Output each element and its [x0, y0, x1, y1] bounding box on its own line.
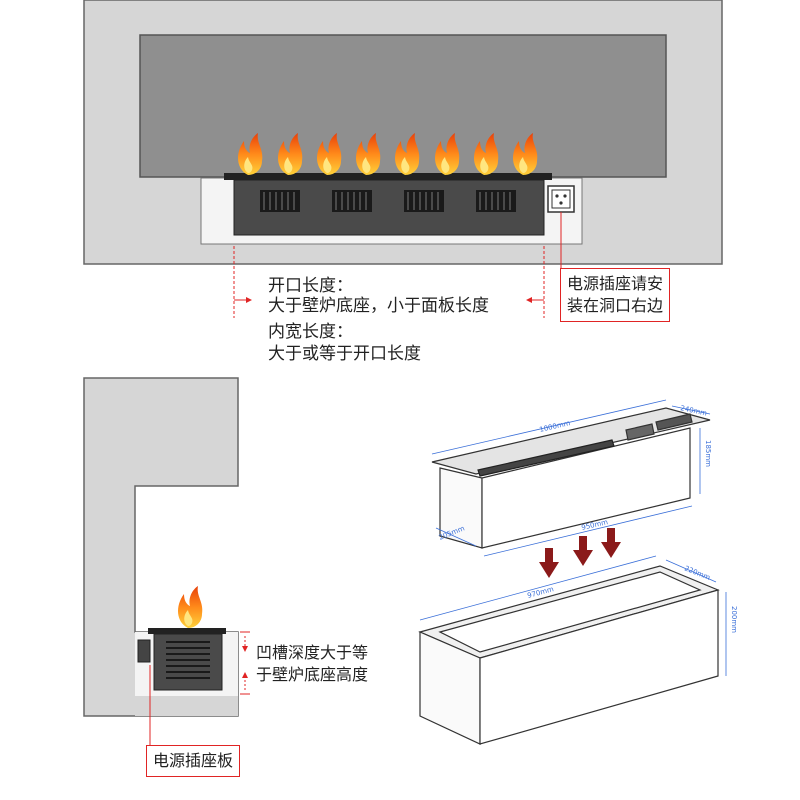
- unit-display: [625, 423, 655, 441]
- side-section-diagram: [83, 377, 250, 746]
- socket-note-line2: 装在洞口右边: [567, 296, 664, 315]
- power-strip-label: 电源插座板: [146, 745, 241, 777]
- side-burner-plate: [148, 628, 226, 634]
- down-arrows: [539, 528, 621, 578]
- unit-buttons: [655, 413, 693, 431]
- product-drawing: [418, 407, 720, 745]
- opening-length-title: 开口长度：: [268, 276, 353, 296]
- dim-box-height: 200mm: [730, 606, 738, 633]
- vent-slot-lines: [263, 192, 511, 210]
- inner-width-desc: 大于或等于开口长度: [268, 344, 421, 364]
- burner-top-plate: [224, 173, 552, 180]
- depth-note-line2: 于壁炉底座高度: [256, 665, 369, 684]
- box-front: [479, 589, 719, 745]
- socket-note: 电源插座请安 装在洞口右边: [560, 268, 671, 322]
- dimension-lines: [419, 399, 727, 676]
- dim-height: 185mm: [704, 440, 712, 467]
- unit-top-plate: [431, 407, 711, 475]
- socket-icon: [547, 185, 575, 213]
- side-burner-body: [153, 633, 223, 691]
- unit-slot: [477, 439, 615, 477]
- inner-width-title: 内宽长度：: [268, 322, 353, 342]
- socket-note-line1: 电源插座请安: [567, 274, 664, 293]
- depth-note-line1: 凹槽深度大于等: [256, 643, 369, 662]
- unit-front: [481, 427, 691, 549]
- power-strip: [137, 639, 151, 663]
- top-wall-diagram: [83, 0, 723, 318]
- side-flame: [178, 586, 203, 628]
- opening-length-desc: 大于壁炉底座，小于面板长度: [268, 296, 489, 316]
- depth-lines: [149, 631, 250, 746]
